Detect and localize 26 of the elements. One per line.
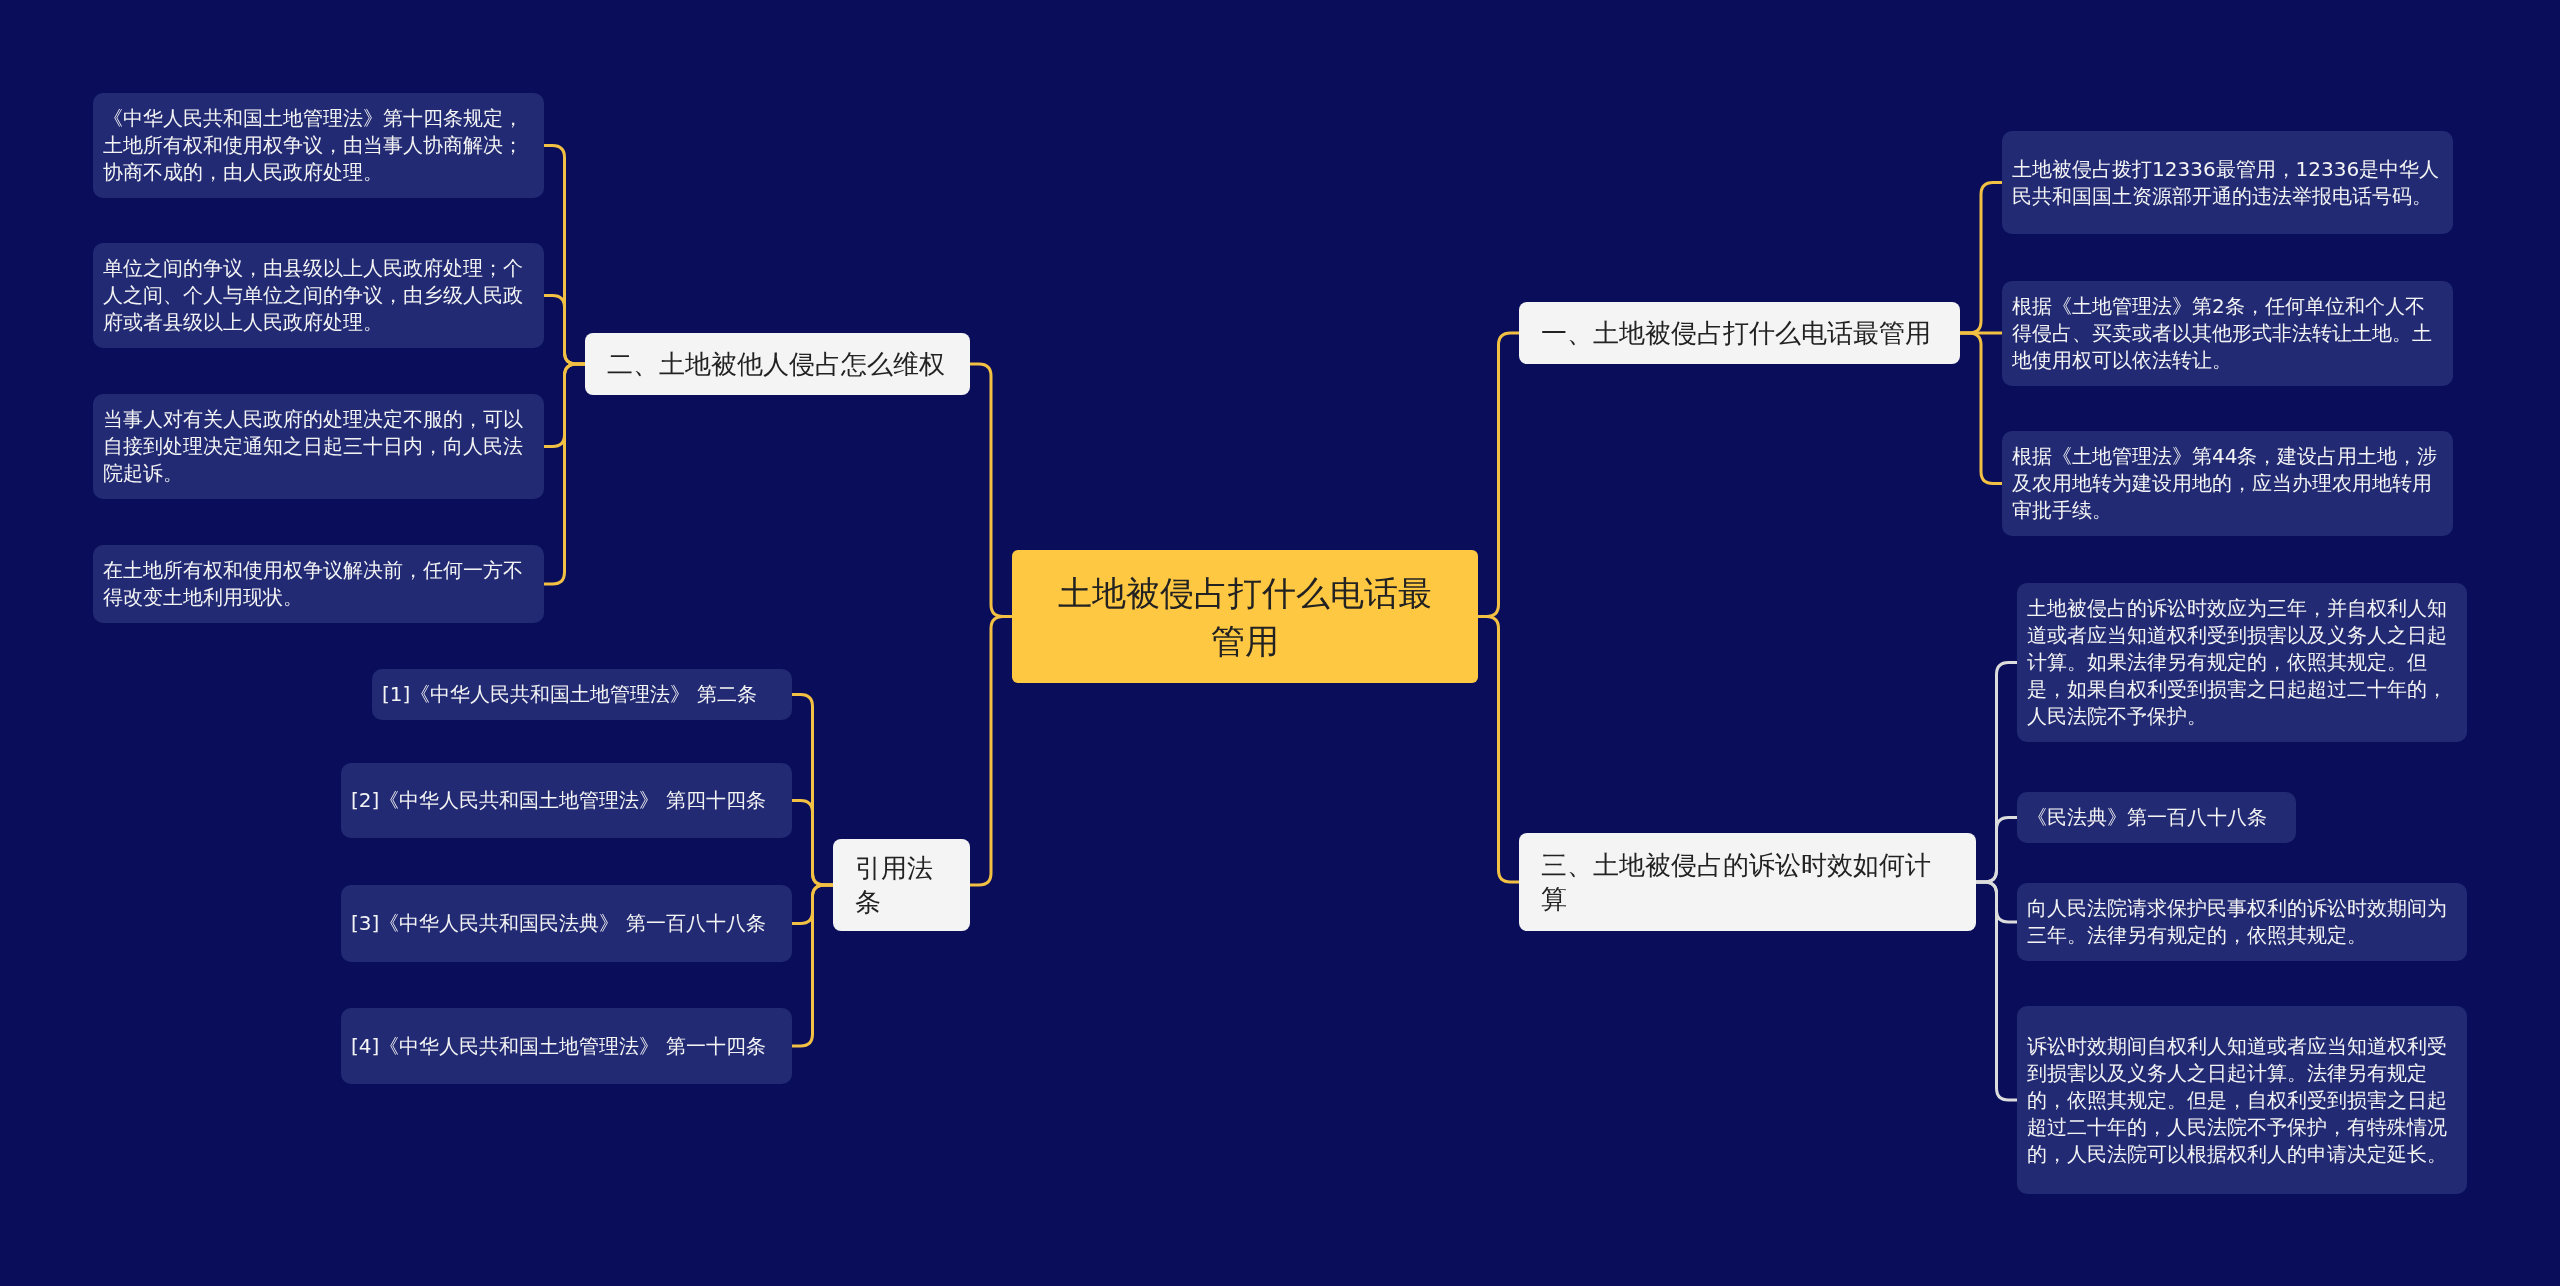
note-box: 向人民法院请求保护民事权利的诉讼时效期间为三年。法律另有规定的，依照其规定。 (2017, 883, 2467, 961)
note-box: 《民法典》第一百八十八条 (2017, 792, 2296, 843)
note-box: 根据《土地管理法》第2条，任何单位和个人不得侵占、买卖或者以其他形式非法转让土地。土地使用权可以依法转让。 (2002, 281, 2453, 386)
topic-box: 三、土地被侵占的诉讼时效如何计算 (1519, 833, 1976, 931)
connector-line (1478, 615, 1519, 884)
note-box: 《中华人民共和国土地管理法》第十四条规定，土地所有权和使用权争议，由当事人协商解决；协商不成的，由人民政府处理。 (93, 93, 544, 198)
note-box: [4]《中华人民共和国土地管理法》 第一十四条 (341, 1008, 792, 1084)
note-box: 单位之间的争议，由县级以上人民政府处理；个人之间、个人与单位之间的争议，由乡级人民政府或者县级以上人民政府处理。 (93, 243, 544, 348)
connector-line (1960, 331, 2002, 485)
note-box: 诉讼时效期间自权利人知道或者应当知道权利受到损害以及义务人之日起计算。法律另有规定的，依照其规定。但是，自权利受到损害之日起超过二十年的，人民法院不予保护，有特殊情况的，人民法院可以根据权利人的申请决定延长。 (2017, 1006, 2467, 1194)
note-box: 在土地所有权和使用权争议解决前，任何一方不得改变土地利用现状。 (93, 545, 544, 623)
note-box: 根据《土地管理法》第44条，建设占用土地，涉及农用地转为建设用地的，应当办理农用地转用审批手续。 (2002, 431, 2453, 536)
note-box: [2]《中华人民共和国土地管理法》 第四十四条 (341, 763, 792, 838)
central-topic-box: 土地被侵占打什么电话最管用 (1012, 550, 1478, 683)
topic-box: 二、土地被他人侵占怎么维权 (585, 333, 970, 395)
topic-box: 一、土地被侵占打什么电话最管用 (1519, 302, 1960, 364)
topic-box: 引用法条 (833, 839, 970, 931)
note-box: 当事人对有关人民政府的处理决定不服的，可以自接到处理决定通知之日起三十日内，向人民法院起诉。 (93, 394, 544, 499)
note-box: 土地被侵占的诉讼时效应为三年，并自权利人知道或者应当知道权利受到损害以及义务人之日起计算。如果法律另有规定的，依照其规定。但是，如果自权利受到损害之日起超过二十年的，人民法院不予保护。 (2017, 583, 2467, 742)
note-box: [3]《中华人民共和国民法典》 第一百八十八条 (341, 885, 792, 962)
connector-line (792, 883, 833, 1048)
note-box: 土地被侵占拨打12336最管用，12336是中华人民共和国国土资源部开通的违法举报电话号码。 (2002, 131, 2453, 234)
connector-line (970, 615, 1012, 887)
connector-line (544, 362, 585, 586)
note-box: [1]《中华人民共和国土地管理法》 第二条 (372, 669, 792, 720)
connector-line (1976, 880, 2017, 1102)
